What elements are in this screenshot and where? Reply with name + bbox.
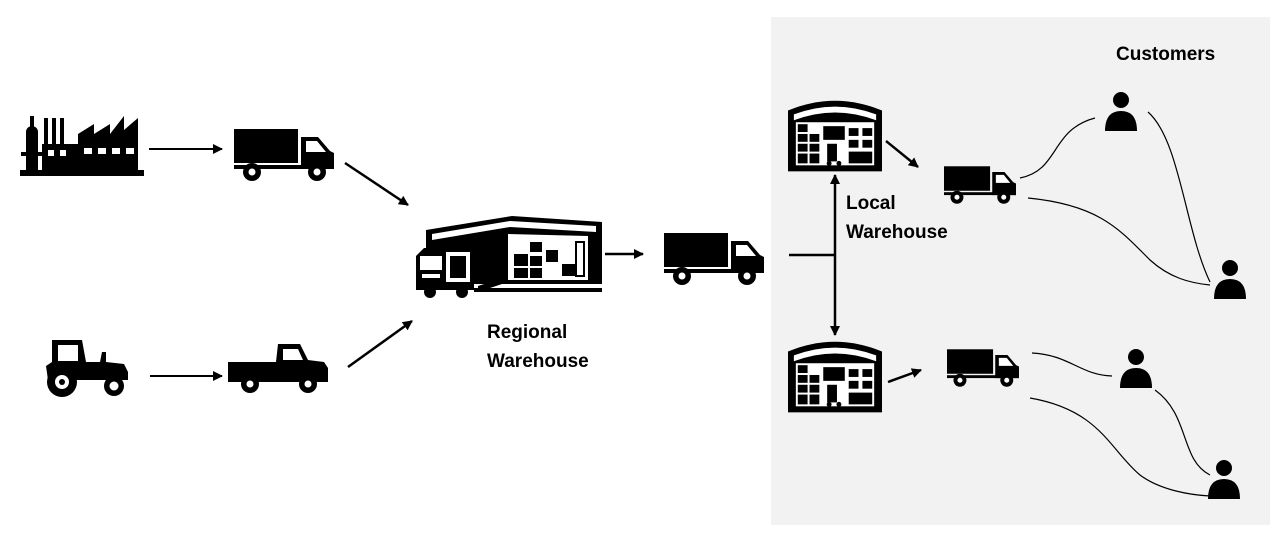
regional-warehouse-label-line1: Regional: [487, 322, 568, 343]
pickup-truck-icon: [228, 344, 328, 393]
regional-warehouse-icon: [416, 215, 602, 298]
delivery-route: [1147, 111, 1211, 283]
box-truck-icon: [234, 129, 334, 181]
regional-warehouse-label-line2: Warehouse: [487, 351, 589, 372]
local-warehouse-icon: [788, 100, 882, 172]
delivery-route: [1154, 389, 1211, 476]
truck-icon: [664, 233, 764, 285]
arrow-local-to-van-top: [885, 140, 919, 168]
local-region-panel: [771, 17, 1270, 525]
customers-label: Customers: [1116, 44, 1216, 65]
delivery-route: [1031, 352, 1113, 377]
delivery-route: [1019, 117, 1096, 179]
delivery-route: [1029, 397, 1211, 497]
local-warehouse-icon: [788, 341, 882, 413]
arrow-local-to-van-bottom: [887, 368, 922, 384]
arrow-truck-to-regional: [344, 161, 409, 207]
local-warehouse-label-line2: Warehouse: [846, 222, 948, 243]
local-warehouse-label-line1: Local: [846, 193, 896, 214]
tractor-icon: [46, 340, 128, 397]
arrow-pickup-to-regional: [347, 319, 413, 369]
factory-icon: [12, 110, 148, 178]
delivery-route: [1027, 197, 1211, 286]
